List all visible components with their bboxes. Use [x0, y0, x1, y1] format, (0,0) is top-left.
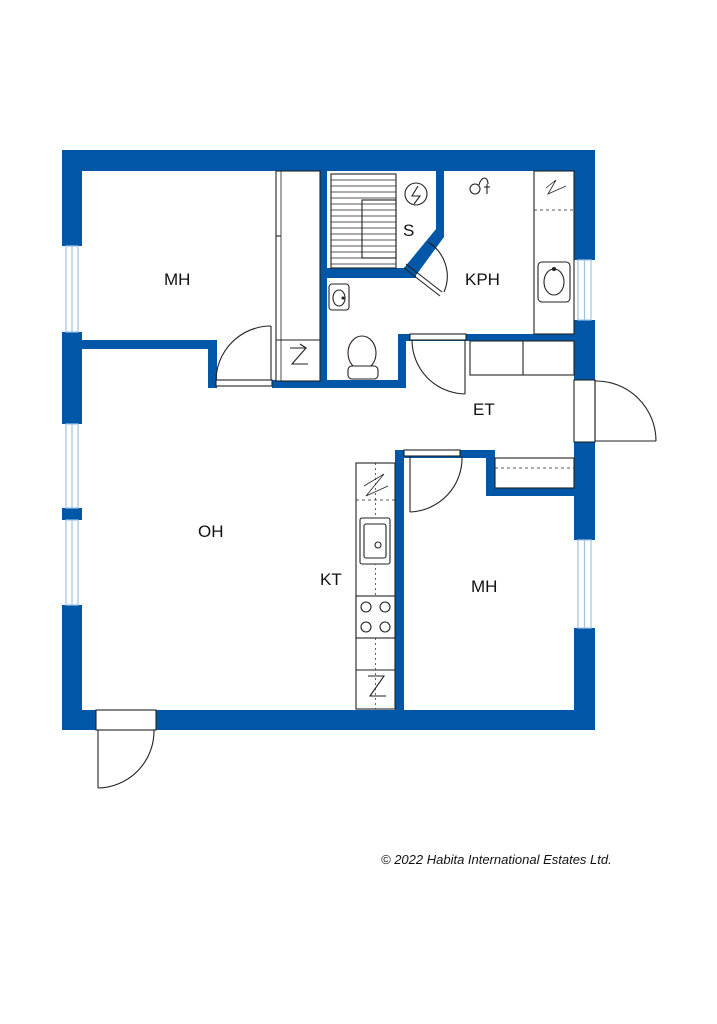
sauna-bench [330, 173, 397, 269]
wall-left-1 [62, 150, 82, 246]
wall-mh-bottom [82, 340, 216, 349]
door-swing-icon[interactable] [215, 325, 273, 387]
wall-et-top [398, 334, 574, 341]
kitchen-counter [355, 462, 396, 710]
wall-sauna-right [436, 171, 444, 229]
electric-heater-icon [404, 182, 428, 206]
room-label-kt: KT [320, 570, 342, 589]
copyright-notice: © 2022 Habita International Estates Ltd. [381, 852, 612, 867]
doors [95, 325, 657, 789]
window-icon [65, 423, 79, 509]
sink-icon [359, 517, 391, 565]
door-swing-icon[interactable] [403, 449, 463, 513]
wall-right-4 [574, 628, 595, 730]
wall-closet-left [486, 450, 495, 496]
electric-panel-icon [290, 347, 308, 365]
wall-closet-bottom [486, 488, 574, 496]
closet-bottom [494, 457, 575, 489]
room-label-mh-top: MH [164, 270, 190, 289]
wardrobe [275, 170, 321, 382]
bathroom-counter [533, 170, 575, 335]
wall-right-2 [574, 320, 595, 380]
room-label-kph: KPH [465, 270, 500, 289]
room-label-mh-bottom: MH [471, 577, 497, 596]
door-swing-icon[interactable] [95, 709, 157, 789]
windows [65, 245, 592, 629]
wall-wc-bottom [326, 380, 406, 388]
window-icon [65, 519, 79, 606]
hallway-closet [469, 340, 575, 376]
wall-left-4 [62, 605, 82, 730]
wall-right-1 [574, 150, 595, 260]
electric-panel-icon [368, 675, 386, 697]
outer-walls [62, 150, 595, 730]
door-swing-icon[interactable] [409, 333, 467, 395]
fixtures [275, 170, 575, 710]
wall-wc-right [398, 334, 406, 388]
room-label-et: ET [473, 400, 495, 419]
wall-mh-corner [208, 340, 217, 388]
wall-right-3 [574, 442, 595, 540]
window-icon [577, 259, 592, 321]
wall-wc-left [320, 171, 327, 388]
wall-sauna-bottom [326, 268, 416, 278]
window-icon [577, 539, 592, 629]
sauna-door[interactable] [403, 241, 448, 297]
wall-sauna-diagonal [404, 229, 444, 278]
door-swing-icon[interactable] [573, 379, 657, 443]
wall-left-2 [62, 332, 82, 424]
wall-bottom [62, 710, 595, 730]
wall-top [62, 150, 595, 171]
sink-icon [328, 283, 350, 311]
toilet-icon [347, 335, 379, 380]
room-labels: MH S KPH ET OH KT MH [164, 221, 500, 596]
window-icon [65, 245, 79, 333]
wall-mh-door-right [272, 380, 326, 388]
stove-icon [355, 595, 396, 639]
wall-kt-right [395, 450, 404, 710]
room-label-oh: OH [198, 522, 224, 541]
room-label-s: S [403, 221, 414, 240]
wall-left-3 [62, 508, 82, 520]
inner-walls [82, 171, 574, 710]
shower-icon [469, 177, 490, 195]
